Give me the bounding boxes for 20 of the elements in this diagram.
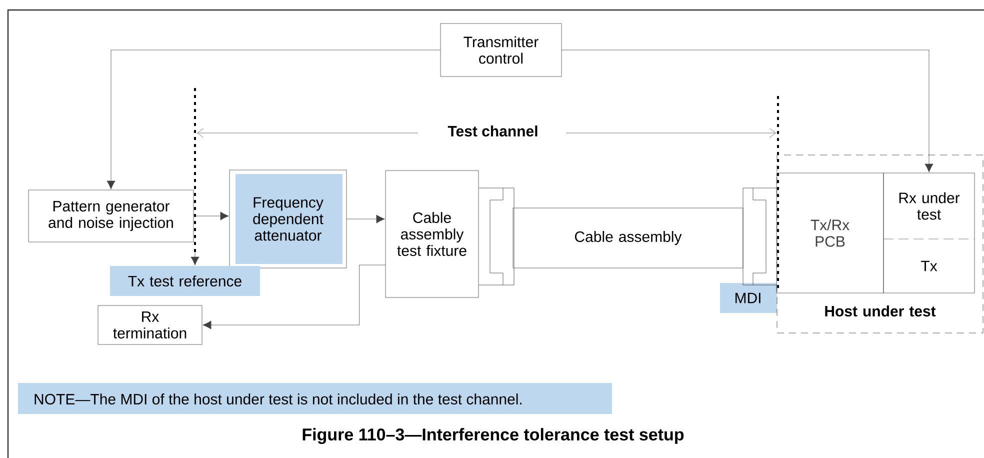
reference-label: Tx test reference: [110, 266, 260, 296]
pcb-box: Tx/Rx PCB: [776, 172, 884, 294]
arrow: [106, 50, 440, 190]
note-text: NOTE—The MDI of the host under test is not included in the test channel.: [34, 394, 522, 404]
mdi-label: MDI: [735, 292, 760, 304]
cable-band: Cable assembly: [512, 208, 744, 268]
transmitter-box: Tx: [883, 238, 975, 294]
arrow: [202, 264, 386, 330]
termination-box: Rx termination: [98, 305, 202, 345]
attenuator-box: Frequency dependent attenuator: [229, 170, 347, 268]
arrow: [346, 214, 385, 224]
dimension-label: Test channel: [448, 126, 538, 136]
generator-box: Pattern generator and noise injection: [28, 190, 194, 242]
figure-caption: Figure 110–3—Interference tolerance test setup: [302, 428, 684, 444]
arrow: [190, 252, 200, 266]
receiver-box: Rx under test: [883, 172, 975, 240]
control-box: Transmitter control: [440, 23, 562, 77]
fixture-box: Cable assembly test fixture: [385, 170, 479, 298]
arrow: [194, 212, 229, 220]
arrow: [562, 50, 934, 172]
